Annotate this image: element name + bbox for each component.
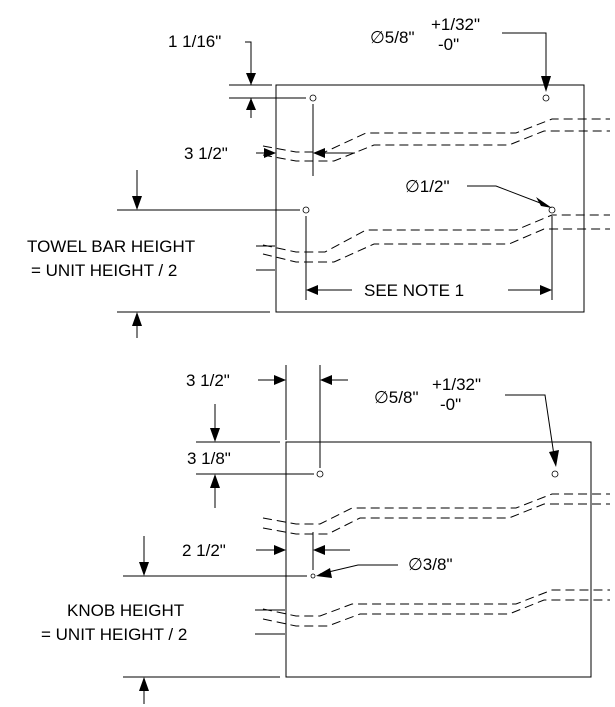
top-leader-1-1-16 bbox=[245, 41, 252, 85]
top-spacing-arrow-right bbox=[540, 285, 552, 295]
bottom-knob-arrow bbox=[316, 568, 332, 578]
bottom-view: 3 1/2" ∅5/8" +1/32" -0" 3 1/8" 2 1/2" ∅3… bbox=[41, 365, 610, 704]
top-towel-arrow-down bbox=[132, 196, 142, 210]
top-mounting-hole-left bbox=[309, 94, 317, 102]
bottom-arrow-2-1-2-left bbox=[313, 545, 325, 555]
top-mount-tol-plus: +1/32" bbox=[431, 15, 480, 34]
top-mount-leader bbox=[502, 32, 547, 86]
top-break-line-lower-b bbox=[262, 228, 610, 263]
top-towel-hole-leader bbox=[467, 185, 549, 207]
top-arrow-1-1-16-up bbox=[246, 98, 256, 110]
bottom-mount-arrow bbox=[549, 450, 559, 467]
bottom-arrow-3-1-2-right bbox=[274, 375, 286, 385]
top-towel-hole-dia-text: ∅1/2" bbox=[405, 177, 449, 196]
bottom-mount-dia-text: ∅5/8" bbox=[374, 388, 418, 407]
bottom-break-line-upper-b bbox=[262, 503, 610, 535]
top-towel-bar-hole-left bbox=[302, 206, 310, 214]
top-panel-outline bbox=[275, 84, 585, 313]
bottom-arrow-2-1-2-right bbox=[274, 545, 286, 555]
bottom-break-line-upper-a bbox=[262, 493, 610, 525]
top-spacing-arrow-left bbox=[306, 285, 318, 295]
bottom-mount-tol-minus: -0" bbox=[440, 395, 461, 414]
top-break-line-upper-a bbox=[262, 118, 610, 153]
bottom-panel-outline bbox=[285, 441, 592, 678]
top-mount-tol-minus: -0" bbox=[438, 35, 459, 54]
bottom-dim-text-3-1-2: 3 1/2" bbox=[186, 371, 230, 390]
bottom-knob-dia-text: ∅3/8" bbox=[408, 555, 452, 574]
top-mount-dia-text: ∅5/8" bbox=[370, 28, 414, 47]
top-towel-arrow-up bbox=[132, 312, 142, 326]
top-mounting-hole-right bbox=[542, 94, 550, 102]
top-dim-text-3-1-2: 3 1/2" bbox=[184, 144, 228, 163]
bottom-knob-arrow-down bbox=[139, 562, 149, 576]
bottom-knob-leader bbox=[319, 564, 398, 575]
top-spacing-note-text: SEE NOTE 1 bbox=[364, 281, 464, 300]
top-view: 1 1/16" ∅5/8" +1/32" -0" 3 1/2" ∅1/2" TO… bbox=[27, 15, 610, 338]
bottom-mount-leader bbox=[505, 394, 556, 463]
bottom-mount-tol-plus: +1/32" bbox=[432, 375, 481, 394]
top-break-line-upper-b bbox=[262, 130, 610, 162]
bottom-dim-text-3-1-8: 3 1/8" bbox=[187, 449, 231, 468]
bottom-arrow-3-1-2-left bbox=[320, 375, 332, 385]
bottom-knob-height-label-1: KNOB HEIGHT bbox=[67, 601, 184, 620]
bottom-mounting-hole-right bbox=[551, 470, 559, 478]
top-towel-height-label-1: TOWEL BAR HEIGHT bbox=[27, 237, 195, 256]
bottom-dim-text-2-1-2: 2 1/2" bbox=[182, 541, 226, 560]
top-arrow-3-1-2-left bbox=[313, 148, 325, 158]
bottom-break-line-lower-a bbox=[262, 589, 610, 617]
top-dim-text-1-1-16: 1 1/16" bbox=[168, 32, 221, 51]
top-towel-height-label-2: = UNIT HEIGHT / 2 bbox=[31, 261, 177, 280]
top-mount-arrow bbox=[541, 76, 551, 92]
bottom-knob-height-label-2: = UNIT HEIGHT / 2 bbox=[41, 625, 187, 644]
bottom-break-line-lower-b bbox=[262, 599, 610, 627]
top-arrow-3-1-2-right bbox=[264, 148, 276, 158]
bottom-knob-hole bbox=[310, 573, 316, 579]
bottom-arrow-3-1-8-up bbox=[210, 474, 220, 488]
top-towel-bar-hole-right bbox=[548, 206, 556, 214]
bottom-mounting-hole-left bbox=[316, 470, 324, 478]
top-arrow-1-1-16-down bbox=[246, 73, 256, 85]
top-towel-hole-arrow bbox=[536, 197, 552, 208]
bottom-knob-arrow-up bbox=[139, 677, 149, 691]
bottom-arrow-3-1-8-down bbox=[210, 428, 220, 442]
top-break-line-lower-a bbox=[262, 214, 610, 253]
